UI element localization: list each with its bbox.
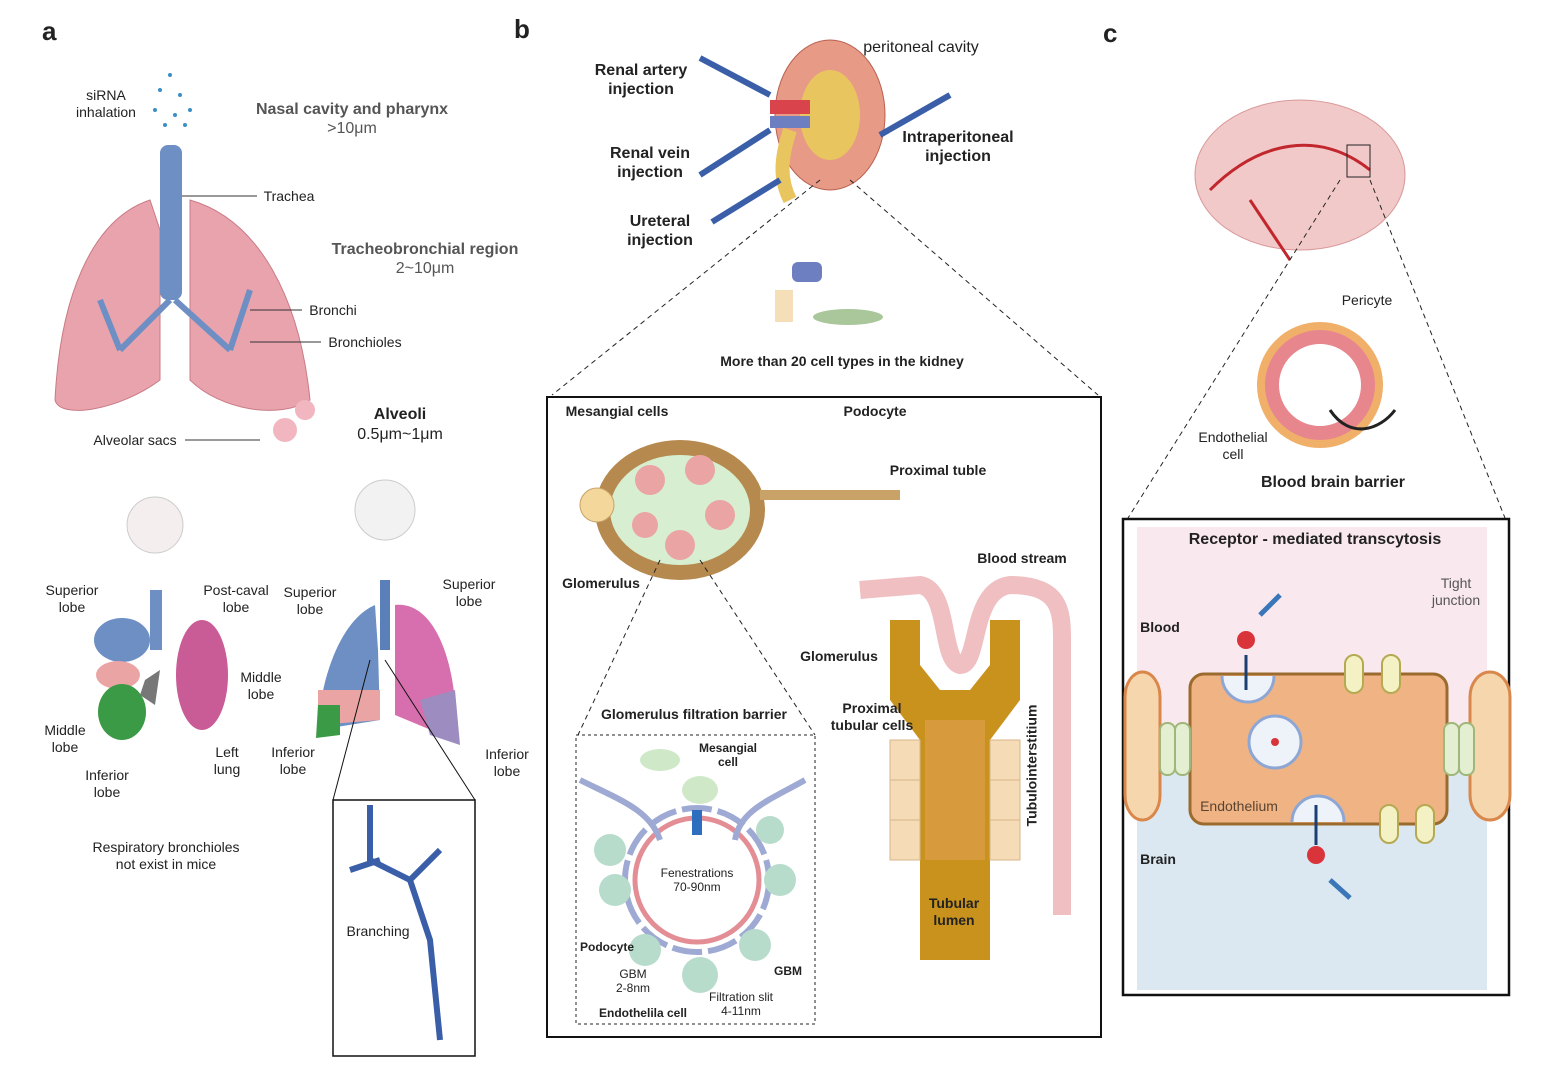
human-inferior-lobe-left-label: Inferior lobe	[271, 744, 315, 777]
panel-c-label: c	[1103, 18, 1118, 48]
nephron-illustration	[859, 575, 1071, 960]
tubulointerstitium-label: Tubulointerstitium	[1023, 704, 1040, 827]
podocyte-label: Podocyte	[843, 403, 907, 419]
kidney-illustration	[551, 39, 1099, 396]
sirna-inhalation-label: siRNA inhalation	[76, 87, 136, 120]
gbm-left-label: GBM 2-8nm	[615, 967, 651, 995]
tight-junction-label: Tight junction	[1431, 575, 1481, 608]
bronchi-label: Bronchi	[309, 302, 357, 318]
alveoli-title: Alveoli	[373, 406, 427, 423]
transcytosis-title: Receptor - mediated transcytosis	[1188, 531, 1442, 548]
mice-note: Respiratory bronchioles not exist in mic…	[92, 839, 240, 872]
glomerulus-label: Glomerulus	[562, 575, 640, 591]
glomerulus-illustration	[577, 440, 900, 736]
endothelial-cell-label: Endothelila cell	[598, 1006, 688, 1020]
proximal-tubular-cells-label: Proximal tubular cells	[830, 700, 914, 733]
branching-label: Branching	[346, 923, 410, 939]
podocyte-small-label: Podocyte	[579, 940, 635, 954]
cell-types-caption: More than 20 cell types in the kidney	[720, 353, 964, 369]
panel-a-label: a	[42, 16, 57, 46]
endothelium-label: Endothelium	[1200, 798, 1278, 814]
proximal-tuble-label: Proximal tuble	[889, 462, 987, 478]
transcytosis-illustration	[1123, 527, 1512, 990]
filtration-barrier-illustration	[578, 749, 807, 993]
glomerulus-box	[546, 396, 1102, 1038]
human-lungs-illustration	[54, 73, 321, 442]
filtration-slit-label: Filtration slit 4-11nm	[708, 990, 774, 1018]
human-inferior-lobe-right-label: Inferior lobe	[485, 746, 529, 779]
tubular-lumen-label: Tubular lumen	[928, 895, 980, 928]
human-lungs-lobes-illustration	[316, 479, 476, 1057]
mesangial-cells-label: Mesangial cells	[565, 403, 669, 419]
renal-vein-injection-label: Renal vein injection	[609, 145, 691, 181]
blood-stream-label: Blood stream	[977, 550, 1067, 566]
mesangial-cell-label: Mesangial cell	[698, 741, 758, 769]
peritoneal-cavity-label: peritoneal cavity	[863, 39, 979, 56]
gbm-right-label: GBM	[774, 964, 802, 978]
intraperitoneal-injection-label: Intraperitoneal injection	[902, 129, 1014, 165]
endothelial-cell-label-c: Endothelial cell	[1198, 429, 1268, 462]
filtration-barrier-title: Glomerulus filtration barrier	[601, 706, 787, 722]
mouse-lungs-illustration	[94, 496, 228, 740]
nasal-region-title: Nasal cavity and pharynx	[255, 101, 449, 118]
bbb-title: Blood brain barrier	[1260, 474, 1406, 491]
pericyte-label: Pericyte	[1341, 292, 1393, 308]
tracheobronchial-title: Tracheobronchial region	[331, 241, 519, 258]
renal-artery-injection-label: Renal artery injection	[594, 62, 688, 98]
mouse-superior-lobe-label: Superior lobe	[45, 582, 99, 615]
bronchioles-label: Bronchioles	[328, 334, 402, 350]
brain-illustration	[1127, 99, 1506, 519]
mouse-middle-lobe-label: Middle lobe	[44, 722, 86, 755]
human-superior-lobe-left-label: Superior lobe	[283, 584, 337, 617]
mouse-post-caval-lobe-label: Post-caval lobe	[203, 582, 269, 615]
nasal-region-size: >10μm	[327, 120, 377, 137]
blood-label: Blood	[1140, 619, 1180, 635]
trachea-label: Trachea	[263, 188, 315, 204]
brain-label: Brain	[1140, 851, 1176, 867]
alveolar-sacs-label: Alveolar sacs	[93, 432, 177, 448]
human-middle-lobe-label: Middle lobe	[240, 669, 282, 702]
fenestrations-label: Fenestrations 70-90nm	[660, 866, 734, 894]
mouse-inferior-lobe-label: Inferior lobe	[85, 767, 129, 800]
alveoli-size: 0.5μm~1μm	[357, 426, 443, 443]
glomerulus-2-label: Glomerulus	[800, 648, 878, 664]
panel-b-label: b	[514, 14, 530, 44]
human-superior-lobe-right-label: Superior lobe	[442, 576, 496, 609]
ureteral-injection-label: Ureteral injection	[627, 213, 693, 249]
mouse-left-lung-label: Left lung	[213, 744, 241, 777]
tracheobronchial-size: 2~10μm	[395, 260, 455, 277]
